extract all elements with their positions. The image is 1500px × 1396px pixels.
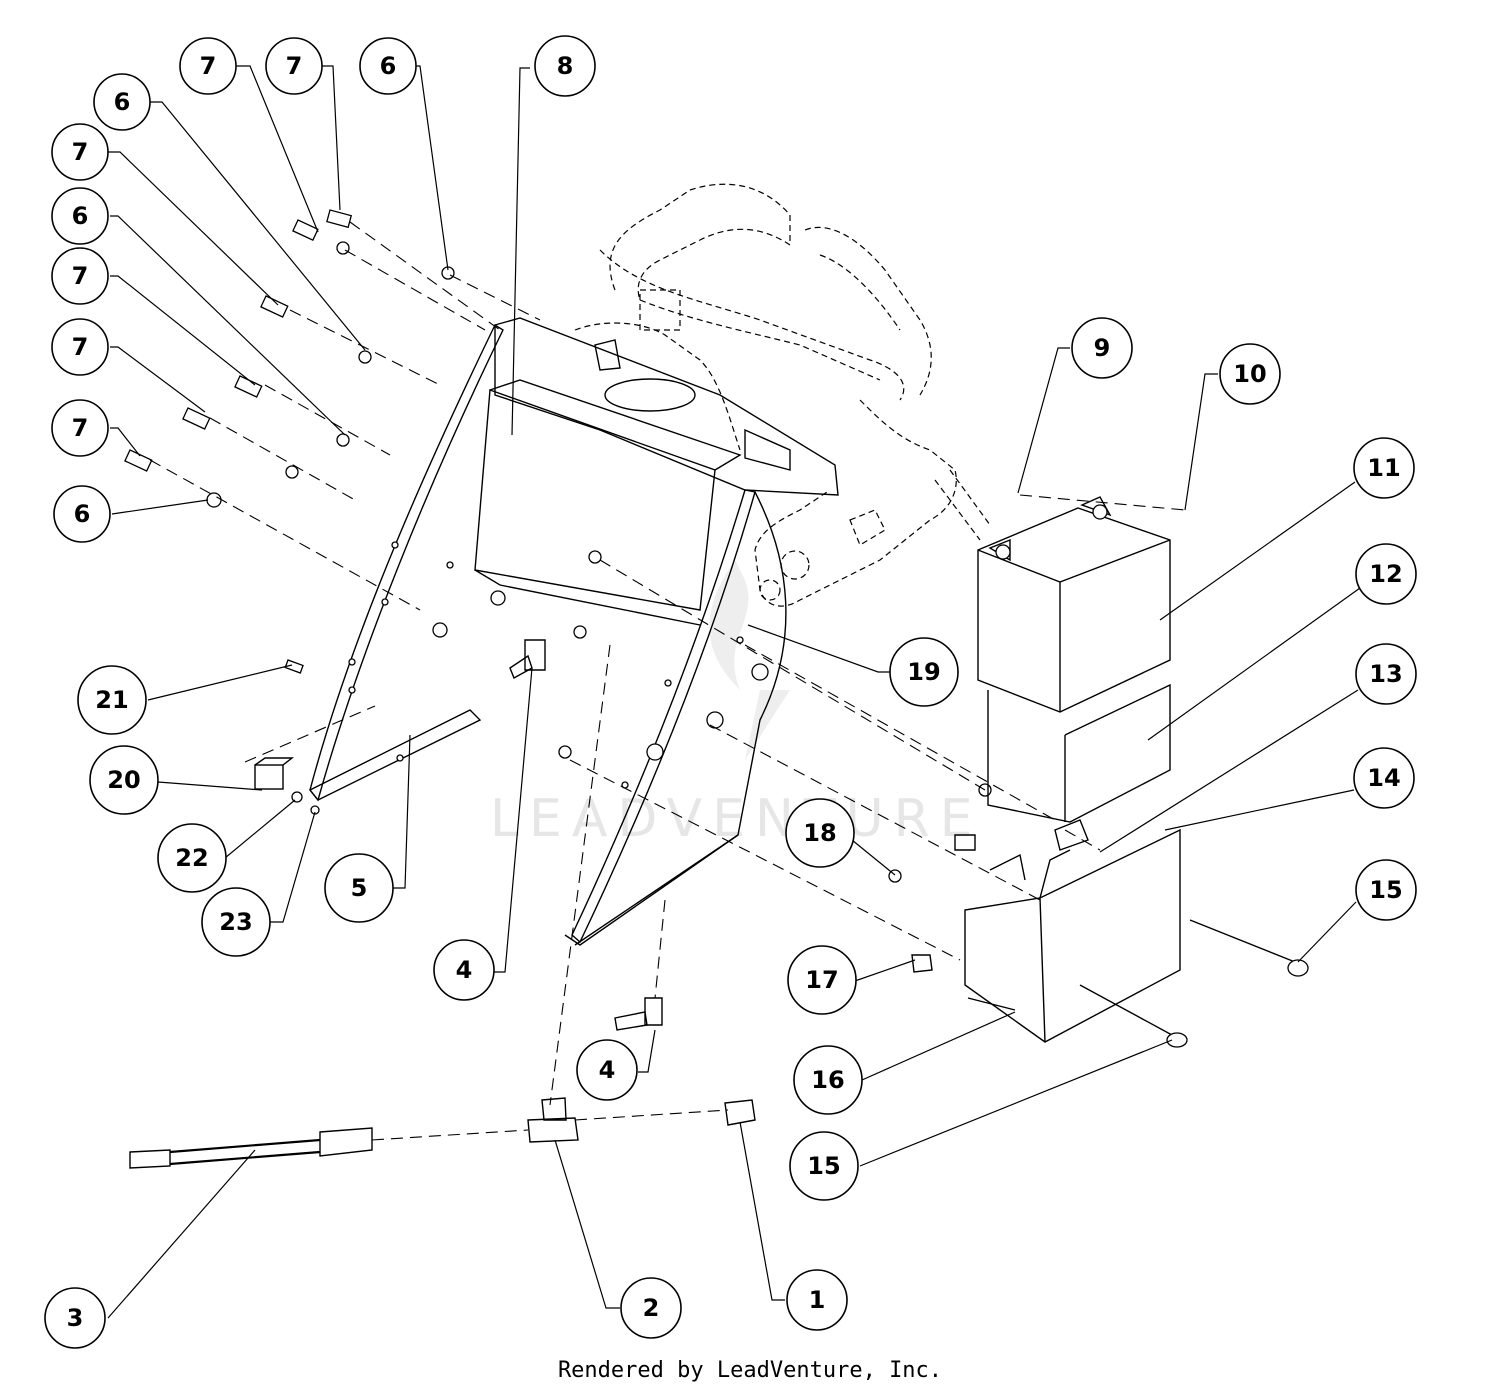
- svg-text:1: 1: [809, 1286, 826, 1314]
- callout-7: 7: [51, 247, 109, 305]
- callout-16: 16: [793, 1045, 863, 1115]
- callout-22: 22: [157, 823, 227, 893]
- svg-text:4: 4: [599, 1056, 616, 1084]
- elbow-fittings: [509, 639, 663, 1031]
- callout-23: 23: [201, 887, 271, 957]
- svg-text:11: 11: [1367, 454, 1400, 482]
- watermark-text: LEADVENTURE: [490, 789, 983, 849]
- battery-tray: [987, 683, 1171, 823]
- callout-7: 7: [179, 37, 237, 95]
- svg-text:7: 7: [200, 52, 217, 80]
- callout-13: 13: [1355, 643, 1417, 705]
- bolts-and-washers: [124, 209, 455, 508]
- front-plate: [446, 489, 787, 946]
- svg-text:6: 6: [74, 500, 91, 528]
- svg-text:9: 9: [1094, 334, 1111, 362]
- callout-4: 4: [433, 939, 495, 1001]
- callout-6: 6: [53, 485, 111, 543]
- tee-fitting: [527, 1097, 756, 1143]
- handle-assembly: [574, 183, 991, 607]
- callout-2: 2: [620, 1277, 682, 1339]
- svg-text:22: 22: [175, 844, 208, 872]
- callout-7: 7: [51, 399, 109, 457]
- callout-7: 7: [265, 37, 323, 95]
- svg-text:17: 17: [805, 966, 838, 994]
- callout-7: 7: [51, 318, 109, 376]
- panel-nuts: [432, 550, 992, 797]
- callouts: 7 7 6 8 6 7 6 7 7 7 6 9 10 11 12 13 14 1…: [44, 35, 1417, 1349]
- callout-1: 1: [786, 1269, 848, 1331]
- relay-assembly: [254, 659, 320, 815]
- leader-lines: [107, 65, 1361, 1319]
- svg-text:7: 7: [72, 414, 89, 442]
- svg-text:18: 18: [803, 819, 836, 847]
- callout-11: 11: [1353, 437, 1415, 499]
- callout-15: 15: [789, 1131, 859, 1201]
- callout-6: 6: [93, 73, 151, 131]
- callout-9: 9: [1071, 317, 1133, 379]
- svg-text:16: 16: [811, 1066, 844, 1094]
- watermark: LEADVENTURE: [490, 560, 983, 849]
- svg-text:10: 10: [1233, 360, 1266, 388]
- svg-text:14: 14: [1367, 764, 1400, 792]
- callout-3: 3: [44, 1287, 106, 1349]
- callout-6: 6: [359, 37, 417, 95]
- rods-and-spacers: [888, 834, 1309, 1048]
- svg-text:5: 5: [351, 874, 368, 902]
- svg-text:23: 23: [219, 908, 252, 936]
- svg-text:6: 6: [380, 52, 397, 80]
- svg-text:7: 7: [72, 262, 89, 290]
- svg-text:7: 7: [286, 52, 303, 80]
- svg-text:21: 21: [95, 686, 128, 714]
- svg-text:15: 15: [807, 1152, 840, 1180]
- hydraulic-hose: [129, 1127, 373, 1169]
- svg-text:19: 19: [907, 658, 940, 686]
- callout-14: 14: [1353, 747, 1415, 809]
- callout-17: 17: [787, 945, 857, 1015]
- svg-text:15: 15: [1369, 876, 1402, 904]
- battery-box: [964, 819, 1181, 1043]
- svg-text:2: 2: [643, 1294, 660, 1322]
- svg-text:4: 4: [456, 956, 473, 984]
- svg-text:7: 7: [72, 138, 89, 166]
- upper-housing: [494, 317, 839, 496]
- callout-6: 6: [51, 187, 109, 245]
- svg-text:12: 12: [1369, 560, 1402, 588]
- side-plate: [308, 323, 504, 802]
- callout-18: 18: [785, 798, 855, 868]
- svg-text:13: 13: [1369, 660, 1402, 688]
- callout-7: 7: [51, 123, 109, 181]
- control-panel: [474, 379, 742, 626]
- callout-15: 15: [1355, 859, 1417, 921]
- callout-12: 12: [1355, 543, 1417, 605]
- svg-text:20: 20: [107, 766, 140, 794]
- svg-text:6: 6: [114, 88, 131, 116]
- svg-text:8: 8: [557, 52, 574, 80]
- svg-text:3: 3: [67, 1304, 84, 1332]
- callout-4: 4: [576, 1039, 638, 1101]
- callout-21: 21: [77, 665, 147, 735]
- callout-8: 8: [534, 35, 596, 97]
- footer-credit: Rendered by LeadVenture, Inc.: [557, 1358, 943, 1383]
- callout-5: 5: [324, 853, 394, 923]
- callout-10: 10: [1219, 343, 1281, 405]
- callout-20: 20: [89, 745, 159, 815]
- svg-text:7: 7: [72, 333, 89, 361]
- callout-19: 19: [889, 637, 959, 707]
- battery: [977, 496, 1171, 713]
- explosion-lines: [149, 221, 1186, 1141]
- svg-text:6: 6: [72, 202, 89, 230]
